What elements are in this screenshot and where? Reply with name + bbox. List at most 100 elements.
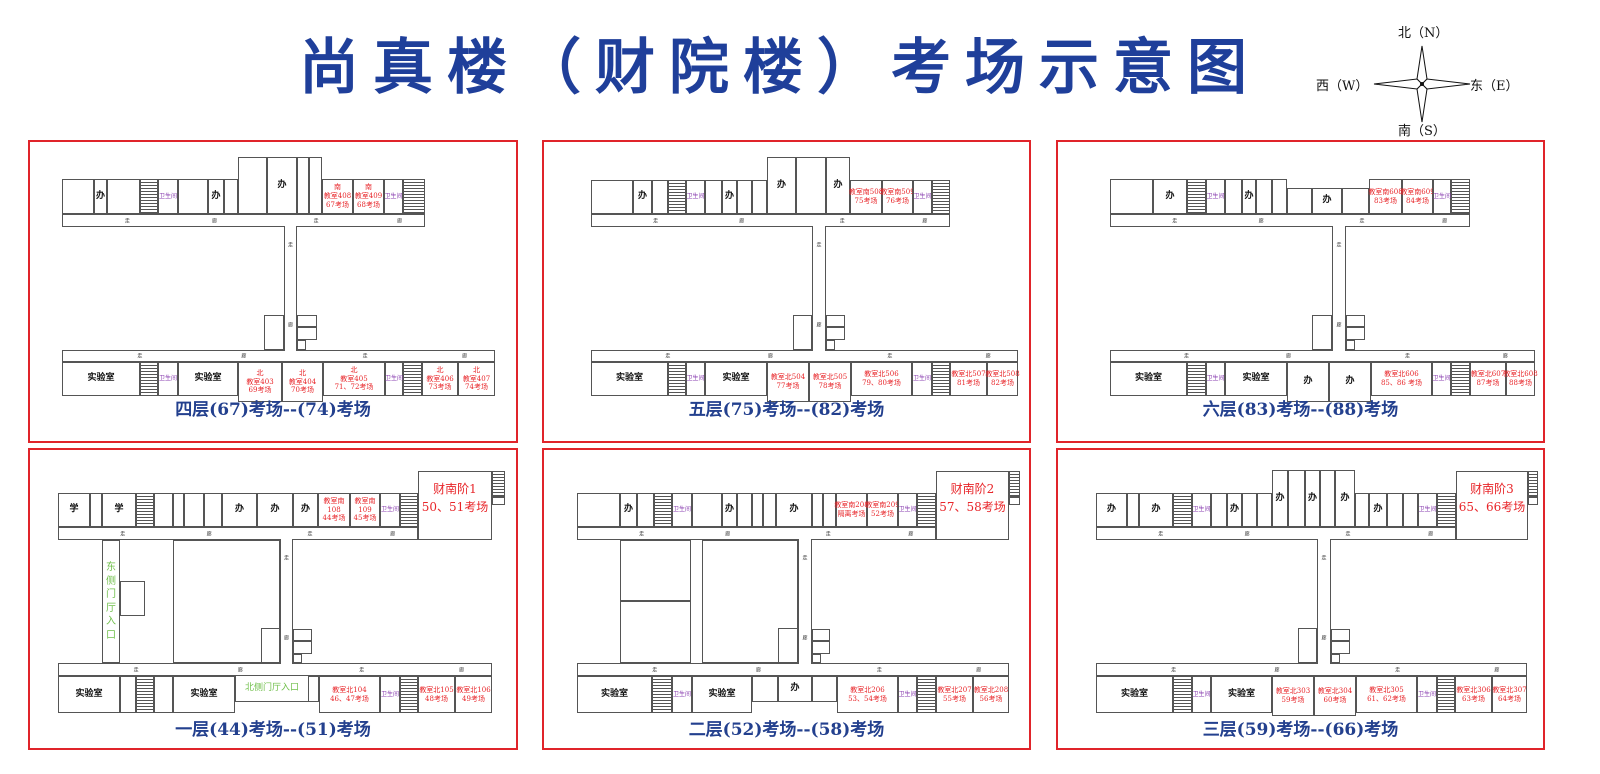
room	[823, 493, 836, 527]
corridor-label: 走	[665, 353, 671, 360]
floor-panel	[542, 140, 1031, 443]
exam-room: 教室南209 52考场	[865, 493, 900, 527]
room	[737, 180, 752, 214]
entrance-label: 北侧门厅入口	[235, 676, 308, 702]
exam-room: 教室北207 55考场	[936, 676, 973, 713]
restroom: 卫生间	[1206, 362, 1225, 396]
exam-room: 教室南609 84考场	[1400, 179, 1435, 214]
corridor-label: 走	[287, 242, 294, 249]
corridor-label: 廊	[237, 667, 243, 673]
corridor-label: 走	[639, 531, 645, 537]
floor-title: 一层(44)考场--(51)考场	[175, 720, 371, 740]
floor-panel	[28, 140, 518, 443]
corridor-label: 走	[133, 667, 139, 673]
room	[793, 315, 812, 350]
restroom: 卫生间	[158, 179, 178, 214]
exam-room: 教室北208 56考场	[973, 676, 1009, 713]
stairs-icon	[1437, 676, 1455, 713]
room	[1346, 340, 1355, 350]
restroom: 卫生间	[158, 362, 178, 396]
room	[763, 493, 776, 527]
office-room: 办	[267, 157, 297, 214]
corridor-label: 廊	[241, 353, 247, 360]
corridor-label: 走	[887, 353, 893, 360]
room	[90, 493, 102, 527]
lecture-hall: 财南阶2 57、58考场	[936, 471, 1009, 540]
compass-north: 北（N）	[1398, 26, 1449, 41]
room	[692, 493, 722, 527]
exam-room: 教室南208 隔离考场	[834, 493, 869, 527]
stairs-icon	[917, 493, 936, 527]
south-corridor	[58, 663, 492, 676]
office-room: 办	[767, 157, 796, 214]
room	[1272, 179, 1287, 214]
restroom: 卫生间	[898, 493, 917, 527]
room	[297, 157, 309, 214]
room	[204, 493, 222, 527]
corridor-label: 走	[124, 218, 130, 224]
page-title: 尚真楼（财院楼）考场示意图	[299, 33, 1261, 103]
room	[1528, 497, 1538, 505]
exam-room: 北 教室403 69考场	[238, 362, 282, 402]
central-corridor	[1317, 539, 1331, 664]
room	[1009, 497, 1020, 505]
stairs-icon	[1173, 493, 1192, 527]
restroom: 卫生间	[1192, 676, 1211, 713]
office-room: 办	[776, 493, 812, 527]
room	[1225, 179, 1242, 214]
corridor-label: 廊	[755, 667, 761, 673]
office-room: 办	[1329, 362, 1371, 402]
stairs-icon	[403, 179, 425, 214]
north-corridor	[591, 214, 950, 227]
exam-room: 教室北608 88考场	[1503, 362, 1538, 396]
corridor-label: 廊	[211, 218, 217, 224]
restroom: 卫生间	[1418, 493, 1437, 527]
corridor-label: 走	[839, 218, 845, 224]
office-room: 办	[1096, 493, 1127, 527]
exam-room: 教室南509 76考场	[880, 180, 915, 214]
office-room: 办	[1272, 470, 1288, 527]
room	[1242, 493, 1257, 527]
office-room: 实验室	[1225, 362, 1287, 396]
north-corridor	[58, 527, 418, 540]
corridor-label: 走	[825, 531, 831, 537]
corridor-label: 廊	[1428, 531, 1434, 537]
room	[826, 327, 845, 340]
exam-room: 教室北306 63考场	[1455, 676, 1492, 713]
room	[826, 315, 845, 327]
room	[577, 493, 620, 527]
exam-room: 教室北607 87考场	[1470, 362, 1506, 396]
north-corridor	[1096, 527, 1456, 540]
corridor-label: 廊	[462, 353, 468, 360]
office-room: 办	[1153, 179, 1187, 214]
office-room: 学	[102, 493, 136, 527]
exam-room: 教室北505 78考场	[809, 362, 851, 402]
room	[1331, 641, 1350, 654]
corridor-label: 走	[652, 667, 658, 673]
room	[637, 493, 654, 527]
corridor-label: 廊	[908, 531, 914, 537]
corridor-label: 走	[816, 242, 822, 249]
stairs-icon	[1528, 471, 1538, 497]
office-room: 办	[1335, 470, 1355, 527]
north-corridor	[62, 214, 425, 227]
office-room: 办	[1287, 362, 1329, 402]
stairs-icon	[403, 362, 422, 396]
exam-room: 南 教室408 67考场	[322, 179, 353, 214]
office-room: 实验室	[173, 676, 235, 713]
office-room: 办	[1305, 470, 1320, 527]
corridor-label: 廊	[725, 531, 731, 537]
corridor-label: 廊	[1258, 218, 1264, 224]
room	[1355, 493, 1369, 527]
stairs-icon	[668, 180, 686, 214]
corridor-label: 廊	[976, 667, 982, 673]
stairs-icon	[400, 493, 418, 527]
office-room: 办	[1139, 493, 1173, 527]
room	[1403, 493, 1418, 527]
exam-room: 教室北606 85、86 考场	[1371, 362, 1432, 396]
corridor-label: 廊	[283, 635, 290, 642]
exam-room: 教室南508 75考场	[849, 180, 883, 214]
exam-room: 教室北305 61、62考场	[1356, 676, 1417, 713]
corridor-label: 走	[1359, 218, 1365, 224]
room	[812, 654, 821, 663]
